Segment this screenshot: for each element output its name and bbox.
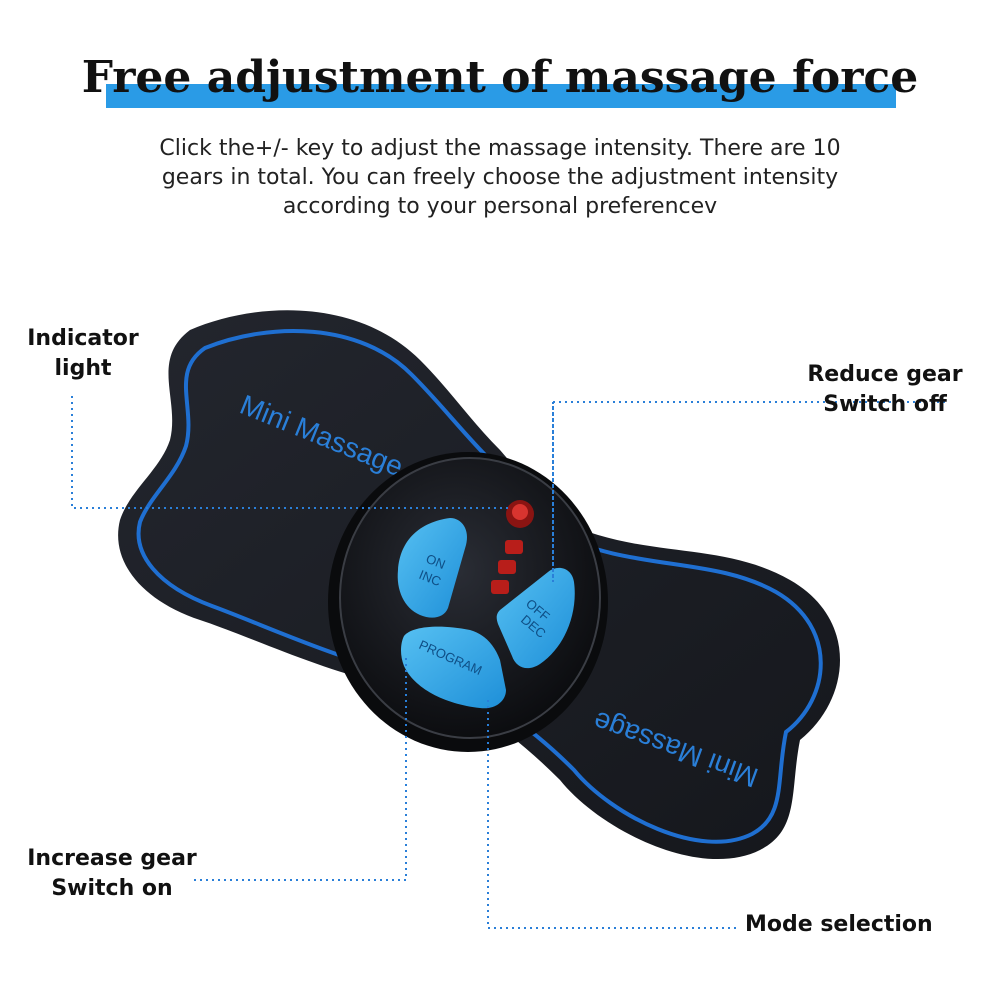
callout-reduce-line-2: Switch off bbox=[823, 392, 947, 417]
leader-reduce bbox=[552, 401, 946, 582]
off-dec-button[interactable]: OFF DEC bbox=[496, 567, 575, 669]
title-area: Free adjustment of massage force bbox=[0, 50, 1000, 120]
leader-increase bbox=[192, 658, 407, 881]
callout-increase-gear: Increase gear Switch on bbox=[22, 844, 202, 904]
callout-mode-selection: Mode selection bbox=[745, 910, 945, 940]
program-button-shape[interactable] bbox=[401, 626, 506, 709]
indicator-level-3 bbox=[491, 580, 509, 594]
page-title: Free adjustment of massage force bbox=[81, 52, 919, 103]
callout-reduce-gear: Reduce gear Switch off bbox=[790, 360, 980, 420]
indicator-main-highlight bbox=[512, 504, 528, 520]
leader-lines bbox=[71, 396, 946, 929]
off-dec-button-shape[interactable] bbox=[496, 567, 575, 669]
callout-mode-line-1: Mode selection bbox=[745, 912, 933, 937]
description: Click the+/- key to adjust the massage i… bbox=[130, 134, 870, 221]
indicator-level-1 bbox=[505, 540, 523, 554]
callout-increase-line-2: Switch on bbox=[51, 876, 173, 901]
control-unit: ON INC OFF DEC PROGRAM bbox=[328, 452, 608, 752]
on-inc-label-1: ON bbox=[424, 551, 448, 572]
leader-mode bbox=[487, 700, 738, 929]
callout-increase-line-1: Increase gear bbox=[27, 846, 197, 871]
callout-indicator-line-1: Indicator bbox=[27, 326, 139, 351]
pad-trim bbox=[136, 329, 823, 844]
indicator-lights bbox=[491, 500, 534, 594]
indicator-level-2 bbox=[498, 560, 516, 574]
title-highlight-bar bbox=[106, 84, 896, 108]
description-line-3: according to your personal preferencev bbox=[282, 194, 718, 219]
on-inc-button-shape[interactable] bbox=[397, 518, 468, 618]
program-button[interactable]: PROGRAM bbox=[401, 626, 506, 709]
leader-indicator bbox=[71, 396, 508, 509]
callout-reduce-line-1: Reduce gear bbox=[807, 362, 963, 387]
description-line-2: gears in total. You can freely choose th… bbox=[161, 165, 839, 190]
callout-indicator-line-2: light bbox=[54, 356, 112, 381]
callout-indicator-light: Indicator light bbox=[18, 324, 148, 384]
description-line-1: Click the+/- key to adjust the massage i… bbox=[159, 136, 841, 161]
on-inc-button[interactable]: ON INC bbox=[397, 518, 468, 618]
